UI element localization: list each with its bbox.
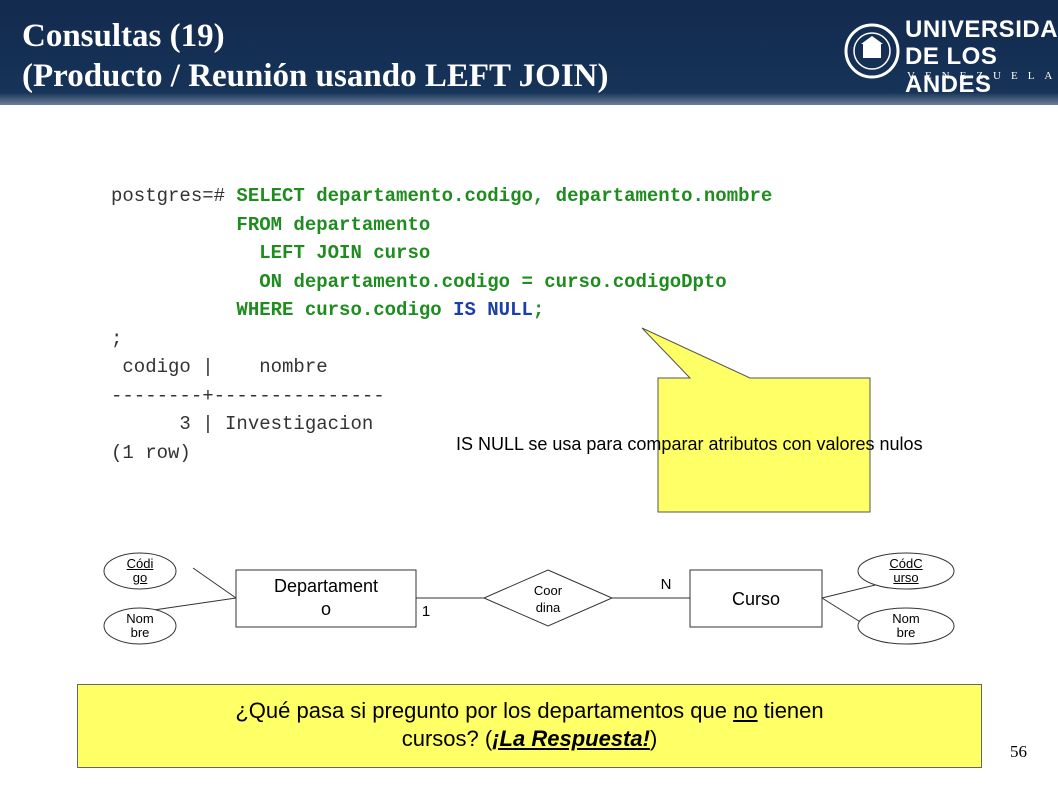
question-text-4: ) [649, 726, 658, 751]
code-line-5c: ; [532, 299, 545, 321]
answer-link[interactable]: ¡La Respuesta! [492, 726, 650, 751]
title-bar: Consultas (19) (Producto / Reunión usand… [0, 0, 1058, 105]
relationship-coordina [482, 569, 614, 627]
question-text-1: ¿Qué pasa si pregunto por los departamen… [235, 698, 734, 723]
result-header: codigo | nombre [111, 356, 328, 378]
cardinality-1: 1 [421, 603, 431, 620]
attr-line [192, 567, 237, 599]
code-line-5a: WHERE curso.codigo [236, 299, 454, 321]
code-line-3: LEFT JOIN curso [259, 242, 431, 264]
entity-departamento [235, 569, 417, 628]
code-line-6: ; [111, 327, 123, 350]
code-prompt: postgres=# [111, 185, 237, 207]
code-is-null: IS NULL [453, 299, 533, 321]
question-text-3: cursos? ( [401, 726, 493, 751]
question-box: ¿Qué pasa si pregunto por los departamen… [77, 684, 982, 768]
sql-code-block: postgres=# SELECT departamento.codigo, d… [111, 182, 772, 467]
code-line-1: SELECT departamento.codigo, departamento… [236, 185, 773, 207]
title-line-2: (Producto / Reunión usando LEFT JOIN) [22, 58, 609, 94]
result-count: (1 row) [111, 441, 191, 464]
result-row: 3 | Investigacion [111, 413, 374, 435]
attr-nombre-curso [857, 607, 955, 645]
result-separator: --------+--------------- [111, 384, 385, 407]
question-no: no [733, 698, 758, 723]
attr-nombre [103, 607, 177, 645]
cardinality-n: N [660, 576, 672, 593]
callout-text: IS NULL se usa para comparar atributos c… [456, 434, 923, 454]
question-text-2: tienen [757, 698, 824, 723]
logo-text-3: VENEZUELA [907, 70, 1058, 82]
slide-title: Consultas (19) (Producto / Reunión usand… [22, 16, 609, 96]
code-line-4: ON departamento.codigo = curso.codigoDpt… [259, 270, 727, 293]
title-line-1: Consultas (19) [22, 18, 225, 54]
entity-curso-label: Curso [731, 589, 780, 609]
logo-text-2: DE LOS ANDES [905, 43, 998, 98]
university-seal-icon [844, 23, 900, 79]
code-line-2: FROM departamento [236, 213, 431, 236]
entity-curso [689, 569, 823, 628]
page-number: 56 [1010, 742, 1027, 761]
attr-codcurso [857, 552, 955, 590]
attr-codigo [103, 552, 177, 590]
